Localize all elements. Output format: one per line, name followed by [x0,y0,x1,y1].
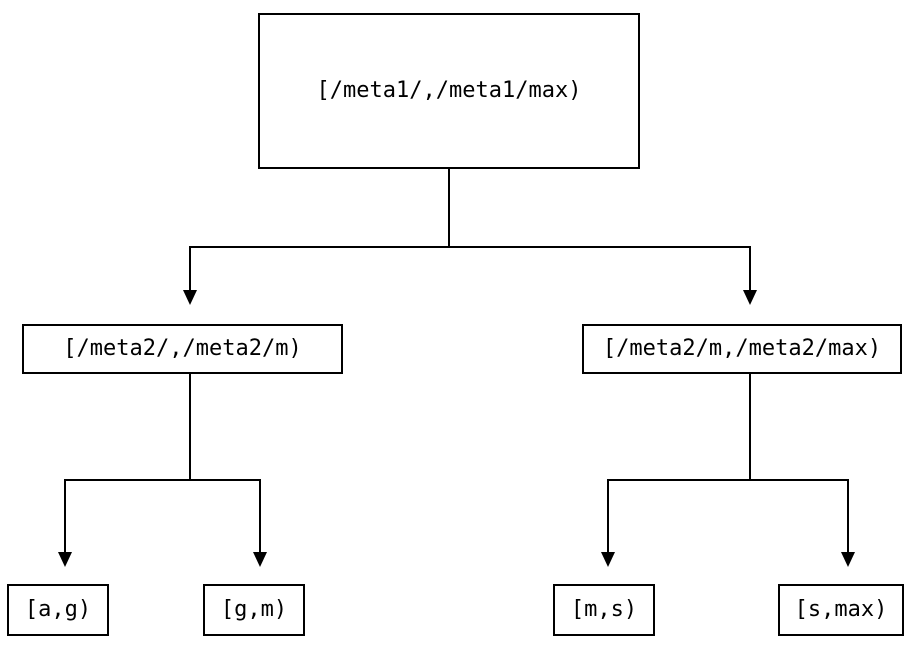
node-mid-right: [/meta2/m,/meta2/max) [582,324,902,374]
node-mid-left-label: [/meta2/,/meta2/m) [63,336,302,361]
edge-root-mid-left [183,169,450,305]
node-leaf-ag: [a,g) [7,584,109,636]
arrow-down-icon [253,552,267,567]
node-root: [/meta1/,/meta1/max) [258,13,640,169]
node-leaf-gm: [g,m) [203,584,305,636]
node-leaf-ag-label: [a,g) [24,597,92,622]
edge-mid-left-leaf-gm [190,479,267,567]
arrow-down-icon [58,552,72,567]
edge-root-mid-right [449,246,757,305]
arrow-down-icon [601,552,615,567]
node-leaf-smax-label: [s,max) [794,597,888,622]
node-mid-right-label: [/meta2/m,/meta2/max) [602,336,882,361]
edge-mid-right-leaf-smax [750,479,855,567]
arrow-down-icon [743,290,757,305]
node-leaf-ms-label: [m,s) [570,597,638,622]
arrow-down-icon [183,290,197,305]
node-leaf-ms: [m,s) [553,584,655,636]
edge-mid-left-leaf-ag [58,373,191,567]
arrow-down-icon [841,552,855,567]
node-mid-left: [/meta2/,/meta2/m) [22,324,343,374]
node-root-label: [/meta1/,/meta1/max) [316,78,582,103]
node-leaf-smax: [s,max) [778,584,904,636]
edge-mid-right-leaf-ms [601,373,751,567]
node-leaf-gm-label: [g,m) [220,597,288,622]
